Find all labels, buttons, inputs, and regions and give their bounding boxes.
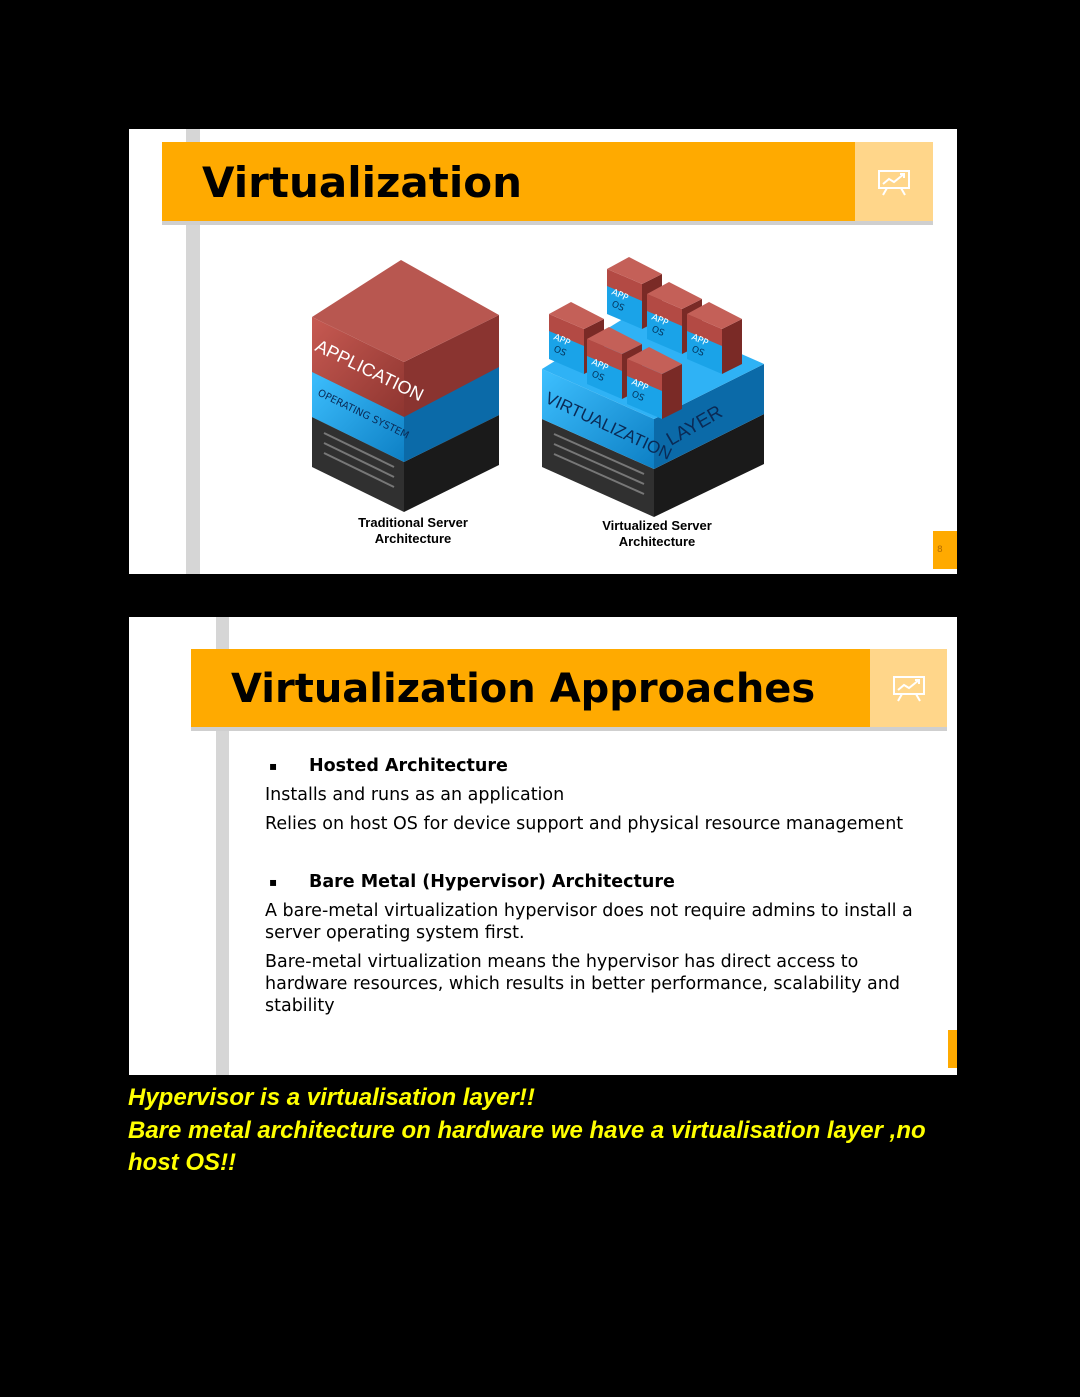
bullet-icon: ▪ xyxy=(269,875,278,889)
application-block: APPLICATION xyxy=(312,260,499,417)
title-icon-box xyxy=(855,142,933,221)
virtualized-server-diagram: VIRTUALIZATION LAYER APP OS APP OS APP xyxy=(542,257,764,517)
bullet-icon: ▪ xyxy=(269,759,278,773)
slide-virtualization-approaches: Virtualization Approaches ▪ Hosted Archi… xyxy=(129,617,957,1075)
traditional-caption: Traditional Server Architecture xyxy=(323,515,503,547)
presentation-chart-icon xyxy=(878,169,910,195)
page-number-tab: 8 xyxy=(933,531,957,569)
slide-title-bar: Virtualization xyxy=(162,142,933,221)
paragraph: Relies on host OS for device support and… xyxy=(265,814,904,834)
note-line-2: Bare metal architecture on hardware we h… xyxy=(128,1117,926,1176)
slide-body: ▪ Hosted Architecture Installs and runs … xyxy=(265,749,945,1017)
traditional-caption-line1: Traditional Server xyxy=(358,515,468,530)
page-number-tab xyxy=(948,1030,957,1068)
virtualized-caption-line1: Virtualized Server xyxy=(602,518,712,533)
vm-box: APP OS xyxy=(687,302,742,374)
paragraph: A bare-metal virtualization hypervisor d… xyxy=(265,901,913,943)
page-number: 8 xyxy=(937,545,943,555)
slide-title-bar: Virtualization Approaches xyxy=(191,649,947,727)
section-heading-text: Bare Metal (Hypervisor) Architecture xyxy=(309,872,675,892)
traditional-server-diagram: OPERATING SYSTEM APPLICATION xyxy=(312,260,499,512)
section-heading-text: Hosted Architecture xyxy=(309,756,508,776)
section-heading: ▪ Hosted Architecture xyxy=(265,755,945,777)
title-icon-box xyxy=(870,649,947,727)
paragraph: Bare-metal virtualization means the hype… xyxy=(265,952,900,1016)
vm-os-label: OS xyxy=(610,300,626,314)
vm-os-label: OS xyxy=(690,345,706,359)
note-line-1: Hypervisor is a virtualisation layer!! xyxy=(128,1084,535,1111)
paragraph: Installs and runs as an application xyxy=(265,785,565,805)
vm-os-label: OS xyxy=(590,370,606,384)
section-heading: ▪ Bare Metal (Hypervisor) Architecture xyxy=(265,871,945,893)
slide-title: Virtualization Approaches xyxy=(231,666,816,712)
slide-virtualization: Virtualization xyxy=(129,129,957,574)
server-block xyxy=(542,414,764,517)
virtualized-caption: Virtualized Server Architecture xyxy=(567,518,747,550)
presentation-chart-icon xyxy=(892,676,925,702)
virtualized-caption-line2: Architecture xyxy=(618,534,696,549)
slide-title: Virtualization xyxy=(202,158,523,207)
os-block: OPERATING SYSTEM xyxy=(312,365,499,462)
slide-side-bar xyxy=(186,129,200,574)
slide-side-bar xyxy=(216,617,229,1075)
traditional-caption-line2: Architecture xyxy=(374,531,452,546)
vm-box: APP OS xyxy=(627,347,682,419)
vm-os-label: OS xyxy=(650,325,666,339)
vm-os-label: OS xyxy=(630,390,646,404)
vm-os-label: OS xyxy=(552,345,568,359)
